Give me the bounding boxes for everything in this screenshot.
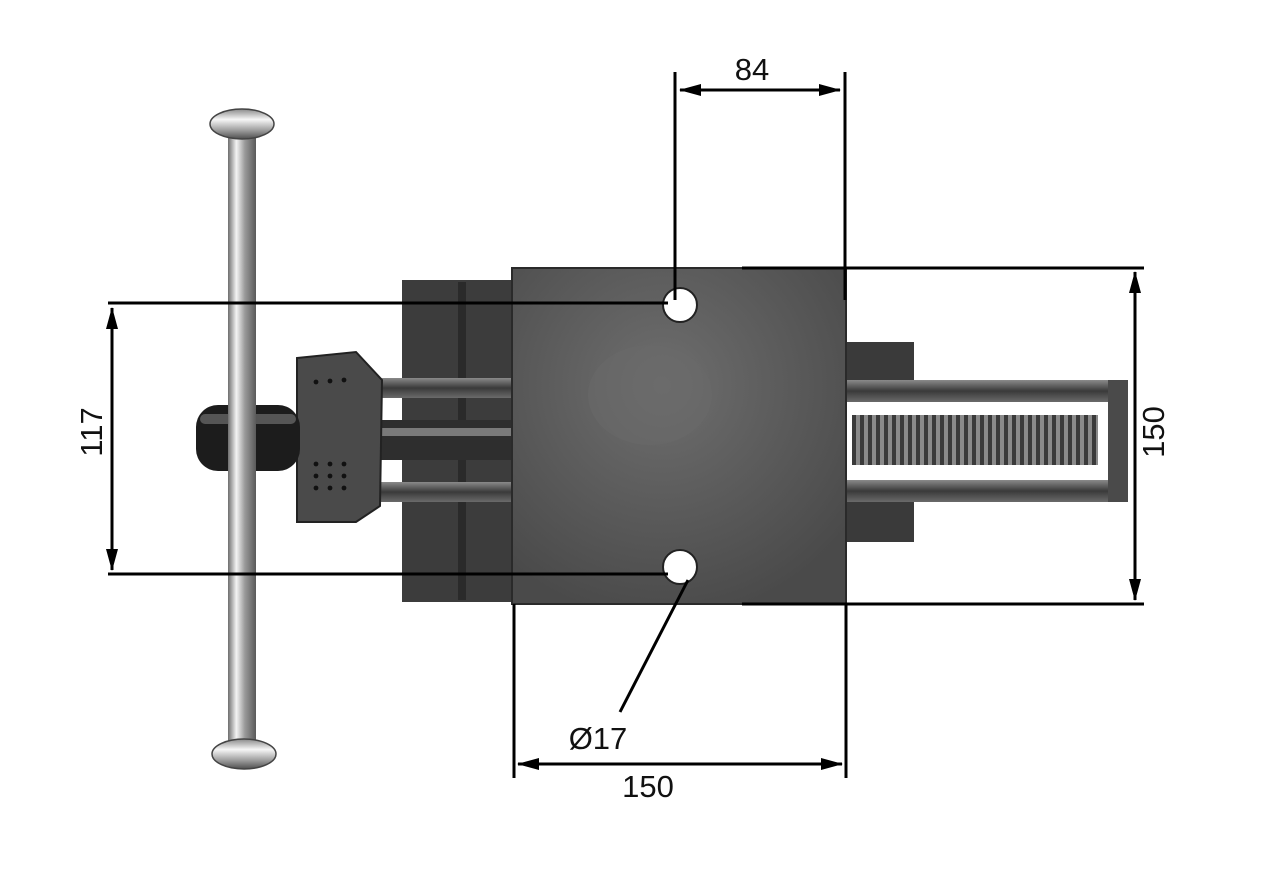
tommy-bar-top-knob [209,108,275,140]
tommy-bar [228,130,256,750]
mounting-hole-top [662,287,698,323]
dim-label-117: 117 [74,407,109,456]
vise-body [196,108,1128,770]
dim-hole-leader [618,579,690,713]
dim-label-hole-diameter: Ø17 [569,721,628,756]
spindle-left-highlight [365,428,515,436]
dim-label-150-horizontal: 150 [622,769,674,804]
spindle-left [365,420,515,460]
right-block-bottom [846,500,914,542]
mounting-hole-bottom [662,549,698,585]
right-block-top [846,342,914,382]
guide-rail-left-top [358,378,518,398]
plate-mark [588,345,712,445]
dimension-lines [106,72,1144,778]
jaw-dots [313,377,347,491]
dim-label-84: 84 [735,52,769,87]
guide-rail-right-bottom [846,480,1128,502]
lead-screw [852,415,1098,465]
guide-rail-left-bottom [358,482,518,502]
dim-label-150-vertical: 150 [1136,406,1171,458]
front-jaw [296,350,384,523]
guide-rail-right-top [846,380,1128,402]
rail-end-cap [1108,380,1128,502]
tommy-bar-bottom-knob [211,738,277,770]
